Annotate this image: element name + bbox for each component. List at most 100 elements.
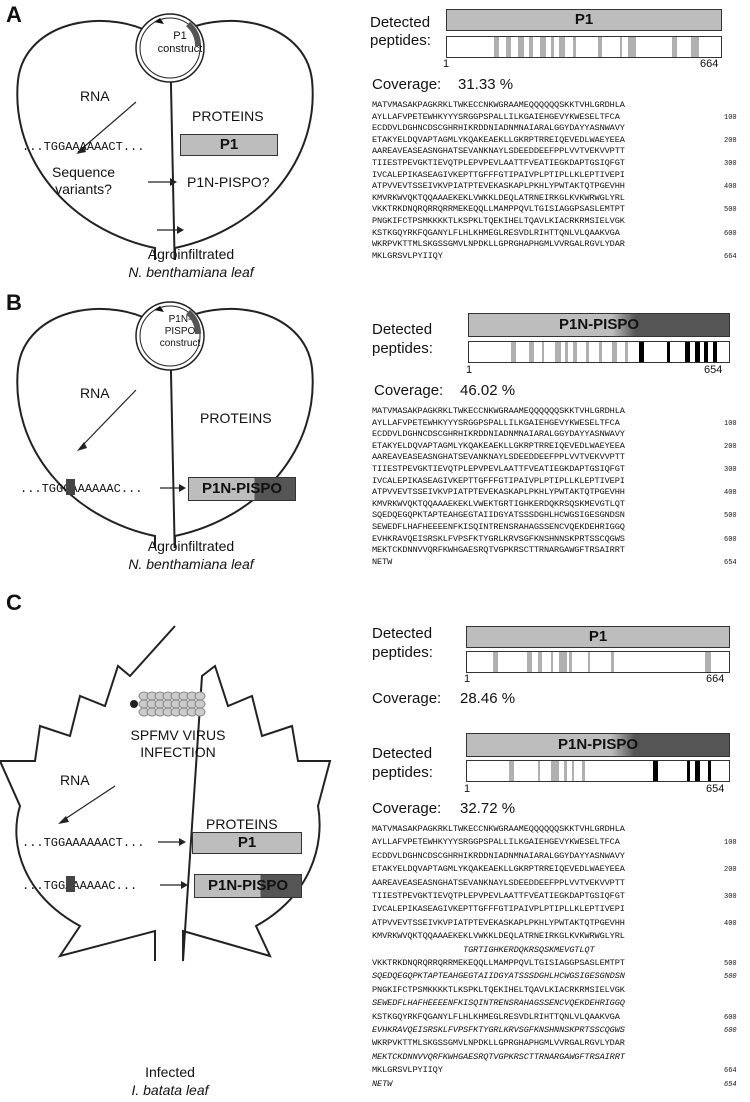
caption-c-2: I. batata leaf [131,1082,209,1098]
peptide-segment [573,342,577,362]
peptide-segment [493,37,500,57]
sequence-block-c: MATVMASAKPAGKRKLTWKECCNKWGRAAMEQQQQQQSKK… [372,824,742,1099]
protein-box-p1-c: P1 [192,832,302,854]
sequence-line: SQEDQEGQPKTAPTEAHGEGTAIIDGYATSSSDGHLHCWG… [372,971,625,982]
proteins-label-b: PROTEINS [200,410,272,426]
peptide-segment [695,342,701,362]
coverage-label-c1: Coverage: [372,690,442,707]
peptide-segment [653,761,659,781]
virus-infection-label: SPFMV VIRUS INFECTION [130,727,226,760]
peptide-segment [713,342,718,362]
sequence-line: ATPVVEVTSSEIVKVPIATPTEVEKASKAPLPKHLYPWTA… [372,181,625,192]
peptide-segment [569,652,572,672]
leaf-a-illustration [16,13,314,260]
sequence-position-number: 300 [724,160,737,168]
sequence-position-number: 500 [724,973,737,982]
sequence-line: AYLLAFVPETEWHKYYYSRGGPSPALLILKGAIEHGEVYK… [372,417,620,428]
map-end-c2: 654 [706,783,725,795]
peptide-segment [571,761,575,781]
sequence-position-number: 654 [724,1080,737,1089]
peptide-segment [587,652,591,672]
peptide-segment [586,342,589,362]
peptide-segment [510,342,516,362]
map-end-b: 654 [704,364,723,376]
inserted-g-marker-c [66,876,75,892]
coverage-label-c2: Coverage: [372,800,442,817]
construct-label-a: P1 construct [157,30,203,55]
peptide-segment [529,37,534,57]
map-start-c1: 1 [464,673,471,685]
sequence-line: EVHKRAVQEISRSKLFVPSFKTYGRLKRVSGFKNSHNNSK… [372,1025,625,1035]
sequence-line: MEKTCKDNNVVQRFKWHGAESRQTVGPKRSCTTRNARGAW… [372,1051,625,1062]
sequence-line: ATPVVEVTSSEIVKVPIATPTEVEKASKAPLPKHLYPWTA… [372,487,625,498]
caption-b-2: N. benthamiana leaf [128,556,254,572]
sequence-line: PNGKIFCTPSMKKKKTLKSPKLTQEKIHELTQAVLKIACR… [372,984,625,995]
sequence-line: MEKTCKDNNVVQRFKWHGAESRQTVGPKRSCTTRNARGAW… [372,545,625,556]
sequence-position-number: 200 [724,136,737,145]
map-end-a: 664 [700,58,719,70]
sequence-line: PNGKIFCTPSMKKKKTLKSPKLTQEKIHELTQAVLKIACR… [372,216,625,226]
detected-label-a: Detected peptides: [370,14,431,49]
sequence-position-number: 100 [724,113,737,122]
peptide-map-a [446,36,722,58]
sequence-line: VKKTRKDNQRQRRQRRMEKEQQLLMAMPPQVLTGISIAGG… [372,204,625,215]
protein-box-p1npispo-c: P1N-PISPO [194,874,302,898]
sequence-position-number: 500 [724,206,737,215]
coverage-value-c2: 32.72 % [460,800,516,817]
caption-a-2: N. benthamiana leaf [128,264,254,280]
peptide-segment [518,37,524,57]
peptide-segment [508,761,515,781]
sequence-line: IVCALEPIKASEAGIVKEPTTGFFFGTIPAIVPLPTIPLL… [372,169,625,180]
sequence-line: NETW [372,1078,393,1089]
coverage-value-a: 31.33 % [458,76,514,93]
map-start-c2: 1 [464,783,471,795]
sequence-line: ETAKYELDQVAPTAGMLYKQAKEAEKLLGKRPTRREIQEV… [372,864,625,875]
sequence-position-number: 600 [724,535,737,544]
variant-product-a: P1N-PISPO? [187,174,270,190]
peptide-segment [599,342,602,362]
map-end-c1: 664 [706,673,725,685]
dna-seq-b: ...TGGGAAAAAAC... [20,482,143,496]
peptide-segment [625,342,628,362]
panel-letter-c: C [6,590,22,615]
protein-bar-c2: P1N-PISPO [466,733,730,757]
sequence-line: MATVMASAKPAGKRKLTWKECCNKWGRAAMEQQQQQQSKK… [372,100,625,110]
peptide-segment [597,37,602,57]
sequence-line: TIIESTPEVGKTIEVQTPLEPVPEVLAATTFVEATIEGKD… [372,891,625,901]
sequence-block-b: MATVMASAKPAGKRKLTWKECCNKWGRAAMEQQQQQQSKK… [372,406,742,571]
sequence-line: KMVRKWVQKTQQAAAEKEKLVWKKLDEQLATRNEIRKGLK… [372,931,625,942]
leaf-b-illustration [16,301,314,548]
proteins-label-c: PROTEINS [206,816,278,832]
sequence-line: KSTKGQYRKFQGANYLFLHLKHMEGLRESVDLRIHTTQNL… [372,227,620,238]
caption-c-1: Infected [145,1064,195,1080]
peptide-segment [550,761,559,781]
peptide-segment [627,37,637,57]
sequence-line: KSTKGQYRKFQGANYLFLHLKHMEGLRESVDLRIHTTQNL… [372,1011,620,1022]
sequence-line: AAREAVEASEASNGHATSEVANKNAYLSDEEDDEEFPPLV… [372,877,625,888]
caption-a-1: Agroinfiltrated [147,246,235,262]
sequence-line: NETW [372,556,393,567]
sequence-line: WKRPVKTTMLSKGSSGMVLNPDKLLGPRGHAPHGMLVVRG… [372,1038,625,1049]
sequence-line: AYLLAFVPETEWHKYYYSRGGPSPALLILKGAIEHGEVYK… [372,111,620,122]
virus-particle-icon [130,691,206,717]
sequence-position-number: 200 [724,866,737,875]
peptide-segment [684,342,690,362]
caption-b-1: Agroinfiltrated [147,538,235,554]
rna-label-c: RNA [60,772,90,788]
panel-letter-b: B [6,290,22,315]
peptide-segment [704,342,709,362]
dna-seq-c1: ...TGGAAAAAACT... [22,836,145,850]
peptide-map-c1 [466,651,730,673]
peptide-segment [666,342,671,362]
peptide-segment [671,37,678,57]
variants-question-a: Sequence variants? [52,164,116,197]
leaf-c-illustration [0,625,332,962]
peptide-segment [551,37,554,57]
sequence-line: SEWEDFLHAFHEEEENFKISQINTRENSRAHAGSSENCVQ… [372,998,625,1009]
sequence-line: AYLLAFVPETEWHKYYYSRGGPSPALLILKGAIEHGEVYK… [372,837,620,848]
peptide-segment [527,652,533,672]
sequence-position-number: 400 [724,489,737,498]
protein-box-p1npispo-b: P1N-PISPO [188,477,296,501]
coverage-value-c1: 28.46 % [460,690,516,707]
peptide-segment [708,761,711,781]
